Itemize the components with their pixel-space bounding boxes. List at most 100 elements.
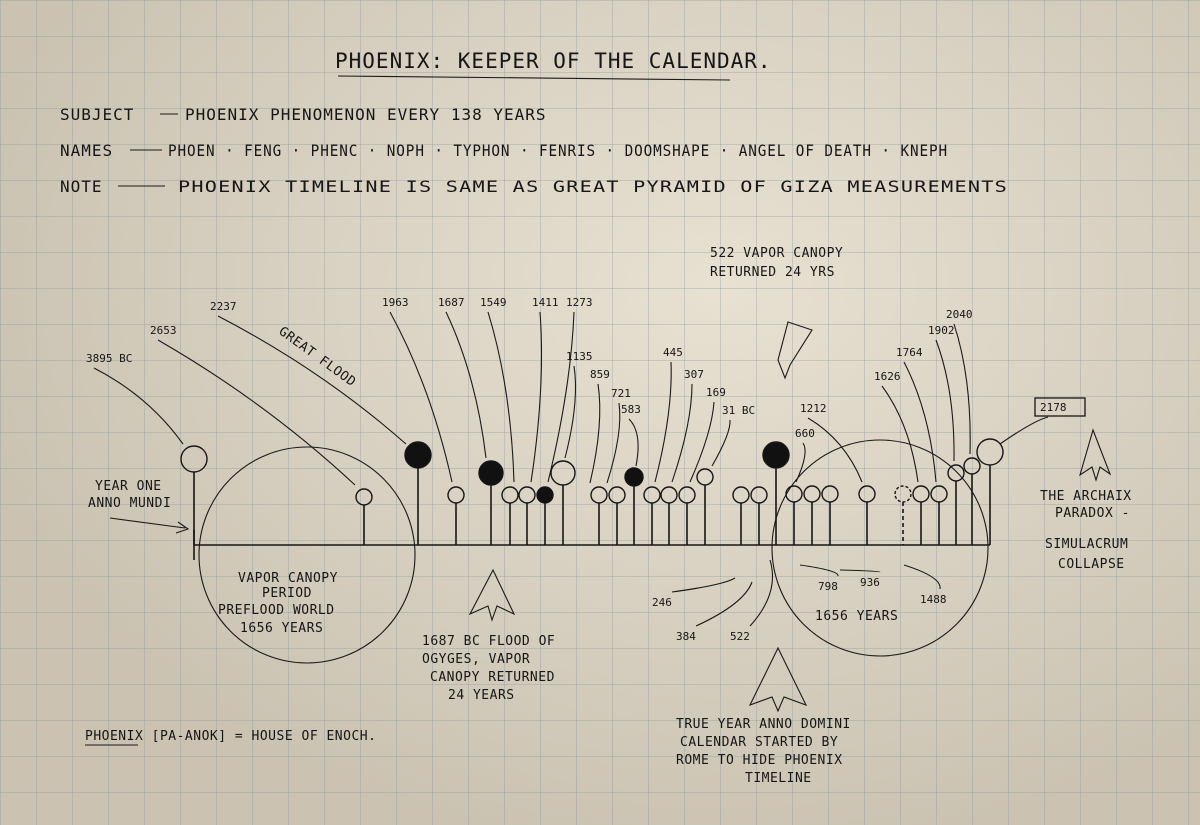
marker-year-label: 522 — [730, 630, 750, 643]
phoenix-open-dot — [696, 468, 714, 486]
marker-leader-line — [93, 367, 184, 445]
marker-leader-line — [389, 311, 453, 483]
marker-2040: 2040 — [946, 308, 981, 545]
note-label: NOTE — [60, 177, 103, 196]
marker-year-label: 1212 — [800, 402, 827, 415]
marker-year-label: 1273 — [566, 296, 593, 309]
phoenix-open-dot — [608, 486, 626, 504]
phoenix-open-dot — [785, 485, 803, 503]
names-label: NAMES — [60, 141, 113, 160]
phoenix-open-dot — [947, 464, 965, 482]
archaix-label-3: SIMULACRUM — [1045, 537, 1128, 552]
great-flood-label: GREAT FLOOD — [276, 324, 359, 390]
left-circle-label-3: PREFLOOD WORLD — [218, 603, 335, 618]
marker-year-label: 1963 — [382, 296, 409, 309]
anno-label-2: CALENDAR STARTED BY — [680, 735, 838, 750]
phoenix-open-dot — [963, 457, 981, 475]
marker-year-label: 721 — [611, 387, 631, 400]
marker-year-label: 936 — [860, 576, 880, 589]
marker-1549: 1549 — [480, 296, 519, 545]
marker-leader-line — [799, 564, 839, 577]
marker-2653: 2653 — [150, 324, 373, 545]
phoenix-open-dot — [732, 486, 750, 504]
marker-leader-line — [953, 323, 971, 455]
vapor-top-label-1: 522 VAPOR CANOPY — [710, 246, 843, 261]
marker-leader-line — [445, 311, 487, 459]
marker-year-label: 2178 — [1040, 401, 1067, 414]
subject-text: PHOENIX PHENOMENON EVERY 138 YEARS — [185, 105, 547, 124]
phoenix-open-dot — [643, 486, 661, 504]
phoenix-open-dot — [803, 485, 821, 503]
marker-leader-line — [689, 401, 715, 483]
marker-leader-line — [695, 581, 753, 627]
phoenix-open-dot — [660, 486, 678, 504]
marker-year-label: 798 — [818, 580, 838, 593]
marker-year-label: 583 — [621, 403, 641, 416]
vapor-down-arrow — [777, 321, 813, 380]
marker-year-label: 307 — [684, 368, 704, 381]
ogyges-up-arrow — [468, 568, 516, 622]
marker-leader-line — [807, 417, 863, 483]
anno-label-1: TRUE YEAR ANNO DOMINI — [676, 717, 851, 732]
left-circle-label-1: VAPOR CANOPY — [238, 571, 338, 586]
marker-leader-line — [547, 311, 575, 483]
phoenix-open-dot — [821, 485, 839, 503]
archaix-label-4: COLLAPSE — [1058, 557, 1125, 572]
phoenix-open-dot — [550, 460, 576, 486]
marker-year-label: 1549 — [480, 296, 507, 309]
marker-721: 721 — [606, 387, 631, 545]
phoenix-open-dot — [858, 485, 876, 503]
phoenix-filled-dot — [404, 441, 432, 469]
phoenix-open-dot — [750, 486, 768, 504]
anno-label-3: ROME TO HIDE PHOENIX — [676, 753, 843, 768]
marker-leader-line — [935, 339, 955, 462]
marker-1212: 1212 — [800, 402, 876, 545]
ogyges-label-1: 1687 BC FLOOD OF — [422, 634, 555, 649]
marker-leader-line — [671, 383, 693, 483]
phoenix-open-dot — [590, 486, 608, 504]
marker-2237: 2237 — [210, 300, 432, 545]
phoenix-open-dot — [180, 445, 208, 473]
phoenix-filled-dot — [762, 441, 790, 469]
marker-year-label: 1411 — [532, 296, 559, 309]
marker-leader-line — [606, 402, 621, 484]
phoenix-filled-dot — [624, 467, 644, 487]
marker-2178: 2178 — [976, 397, 1086, 545]
marker-1135: 1135 — [550, 350, 593, 545]
marker-year-label: 1764 — [896, 346, 923, 359]
phoenix-open-dot — [894, 485, 912, 503]
marker-leader-line — [903, 564, 941, 590]
phoenix-open-dot — [355, 488, 373, 506]
marker-year-label: 445 — [663, 346, 683, 359]
marker-year-label: 2040 — [946, 308, 973, 321]
marker-leader-line — [654, 361, 672, 483]
marker-year-label: 31 BC — [722, 404, 755, 417]
phoenix-open-dot — [501, 486, 519, 504]
marker-year-label: 2237 — [210, 300, 237, 313]
marker-leader-line — [564, 365, 577, 459]
phoenix-open-dot — [447, 486, 465, 504]
phoenix-filled-dot — [536, 486, 554, 504]
marker-year-label: 2653 — [150, 324, 177, 337]
marker-936: 936 — [821, 485, 881, 589]
marker-leader-line — [589, 383, 601, 484]
marker-1273: 1273 — [536, 296, 593, 545]
phoenix-open-dot — [678, 486, 696, 504]
marker-246: 246 — [652, 486, 750, 609]
marker-leader-line — [530, 311, 543, 483]
year-one-arrow — [109, 517, 190, 534]
marker-31-bc: 31 BC — [696, 404, 755, 545]
phoenix-open-dot — [930, 485, 948, 503]
marker-year-label: 3895 BC — [86, 352, 132, 365]
footer-note: PHOENIX [PA-ANOK] = HOUSE OF ENOCH. — [85, 729, 376, 744]
marker-leader-line — [628, 418, 639, 467]
year-2178-box — [1034, 397, 1086, 417]
year-one-label-1: YEAR ONE — [95, 479, 162, 494]
marker-leader-line — [881, 385, 919, 483]
marker-year-label: 1902 — [928, 324, 955, 337]
marker-859: 859 — [589, 368, 610, 545]
note-text: PHOENIX TIMELINE IS SAME AS GREAT PYRAMI… — [178, 177, 1008, 196]
marker-1902: 1902 — [928, 324, 965, 545]
marker-307: 307 — [660, 368, 704, 545]
